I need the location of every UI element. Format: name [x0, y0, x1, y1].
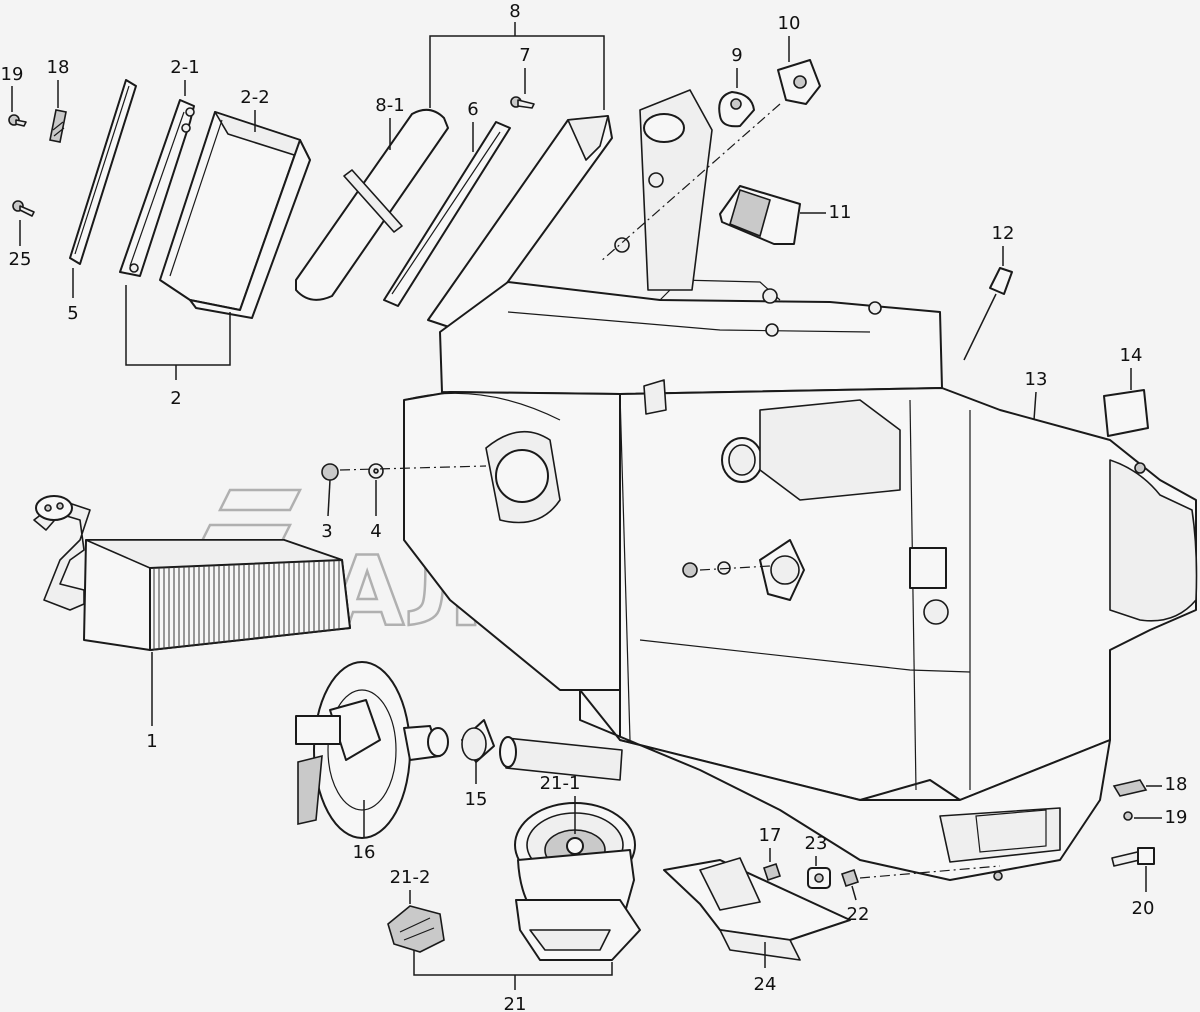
- screw-25: [12, 200, 35, 217]
- clip-18-left: [49, 109, 67, 143]
- callout-10: 10: [778, 13, 801, 34]
- grommet-23: [807, 856, 831, 889]
- drain-cover-24: [663, 857, 851, 968]
- callout-24: 24: [754, 974, 777, 995]
- nut-3: [321, 463, 339, 517]
- tube-15: [461, 719, 623, 784]
- callout-17: 17: [759, 825, 782, 846]
- callout-6: 6: [467, 99, 478, 120]
- callout-15: 15: [465, 789, 488, 810]
- filter-frame-2-1: [119, 99, 195, 277]
- blower-housing-21: [515, 849, 641, 961]
- filter-element-2-2: [159, 111, 311, 319]
- bolt-20: [1111, 847, 1155, 892]
- leader-13: [1033, 391, 1037, 421]
- callout-14: 14: [1120, 345, 1143, 366]
- callout-8: 8: [509, 1, 520, 22]
- callout-19a: 19: [1, 64, 24, 85]
- evaporator-core-1: [33, 495, 351, 726]
- washer-4: [368, 463, 384, 516]
- callout-16: 16: [353, 842, 376, 863]
- screw-7: [510, 68, 535, 109]
- callout-bracket-8: [429, 22, 605, 110]
- callout-18b: 18: [1165, 774, 1188, 795]
- callout-21: 21: [504, 994, 527, 1012]
- filter-cover-8-1: [295, 108, 449, 301]
- nut-washer-right: [682, 561, 771, 578]
- temp-sensor-12: [963, 246, 1013, 361]
- resistor-21-2: [387, 890, 445, 953]
- callout-13: 13: [1025, 369, 1048, 390]
- leaders-left: [11, 80, 256, 298]
- callout-23: 23: [805, 833, 828, 854]
- assembly-line-3-4: [339, 465, 487, 471]
- callout-bracket-2: [125, 285, 231, 380]
- callout-21-2: 21-2: [390, 867, 431, 888]
- filter-gasket-5: [69, 79, 137, 265]
- hvac-housing: [403, 89, 1198, 881]
- callout-11: 11: [829, 202, 852, 223]
- callout-2-2: 2-2: [240, 87, 269, 108]
- callout-5: 5: [67, 303, 78, 324]
- callout-9: 9: [731, 45, 742, 66]
- callout-21-1: 21-1: [540, 773, 581, 794]
- actuator-lever-9: [718, 68, 755, 128]
- callout-12: 12: [992, 223, 1015, 244]
- screw-19-right: [1123, 811, 1162, 821]
- callout-18a: 18: [47, 57, 70, 78]
- nut-17: [762, 848, 782, 882]
- callout-1: 1: [146, 731, 157, 752]
- clip-18-right: [1112, 779, 1162, 797]
- callout-19b: 19: [1165, 807, 1188, 828]
- blower-motor-16: [295, 661, 449, 839]
- callout-4: 4: [370, 521, 381, 542]
- servo-motor-11: [719, 185, 826, 245]
- filter-seal-6: [383, 121, 511, 307]
- control-module-14: [1103, 368, 1149, 437]
- callout-25: 25: [9, 249, 32, 270]
- callout-22: 22: [847, 904, 870, 925]
- callout-2-1: 2-1: [170, 57, 199, 78]
- callout-2: 2: [170, 388, 181, 409]
- callout-bracket-21: [413, 950, 613, 990]
- actuator-cover-10: [777, 36, 821, 105]
- callout-3: 3: [321, 521, 332, 542]
- callout-20: 20: [1132, 898, 1155, 919]
- screw-19-left: [8, 114, 27, 127]
- callout-7: 7: [519, 45, 530, 66]
- callout-8-1: 8-1: [375, 95, 404, 116]
- bolt-22: [840, 865, 1001, 901]
